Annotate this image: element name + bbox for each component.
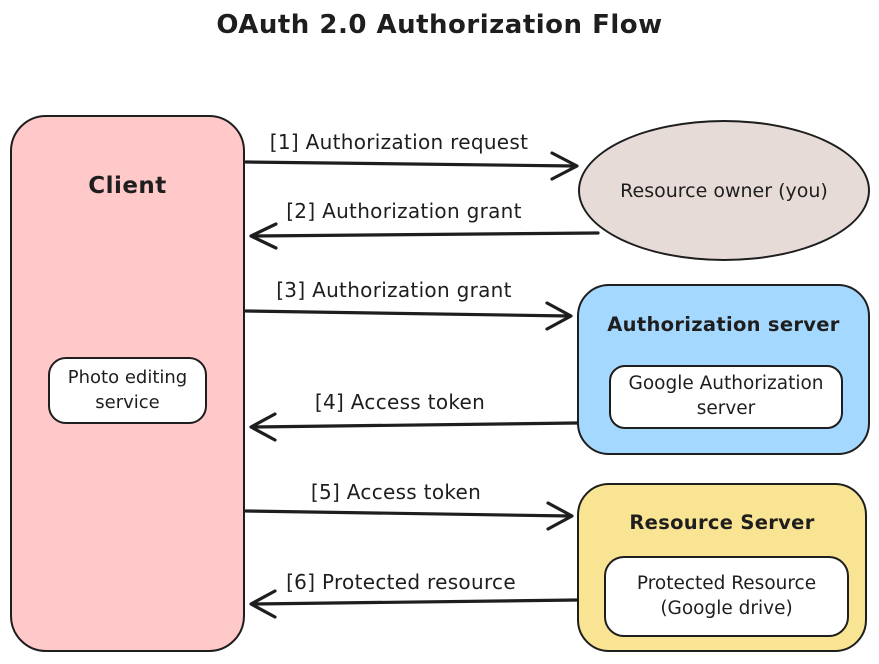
arrow-1-head-right-icon [550,151,579,181]
client-node: Client Photo editing service [10,115,245,652]
client-node-label: Client [88,173,167,199]
arrow-3-line [244,309,571,318]
resource-owner-node: Resource owner (you) [578,120,870,261]
arrow-4-head-left-icon [249,412,277,442]
arrow-5-line [244,509,572,518]
arrow-4-access-token [249,412,579,442]
resource-server-inner-label: Protected Resource (Google drive) [636,572,817,619]
authorization-server-label: Authorization server [607,313,840,336]
arrow-2-line [251,231,600,238]
authorization-server-inner-node: Google Authorization server [609,365,843,429]
arrow-4-label: [4] Access token [314,390,486,414]
arrow-5-label: [5] Access token [310,480,482,504]
arrow-6-protected-resource [249,589,579,619]
resource-server-node: Resource Server Protected Resource (Goog… [577,483,867,652]
arrow-6-label: [6] Protected resource [286,570,516,594]
arrow-1-line [244,160,577,168]
resource-server-label: Resource Server [629,511,815,534]
arrow-3-label: [3] Authorization grant [276,278,512,302]
arrow-6-head-left-icon [249,589,277,619]
authorization-server-inner-label: Google Authorization server [628,373,824,419]
arrow-3-authorization-grant [244,301,573,331]
arrow-6-line [251,598,579,606]
arrow-1-authorization-request [244,151,579,181]
arrow-5-access-token [244,501,574,531]
arrow-2-authorization-grant [249,222,600,250]
arrow-4-line [251,421,579,429]
arrow-1-label: [1] Authorization request [269,130,529,154]
arrow-2-head-left-icon [249,222,278,250]
client-inner-label: Photo editing service [67,367,188,413]
arrow-2-label: [2] Authorization grant [286,199,522,223]
authorization-server-node: Authorization server Google Authorizatio… [577,284,870,455]
resource-owner-label: Resource owner (you) [620,179,828,202]
diagram-title: OAuth 2.0 Authorization Flow [216,10,663,40]
resource-server-inner-node: Protected Resource (Google drive) [604,556,849,637]
arrow-3-head-right-icon [545,301,573,331]
arrow-5-head-right-icon [546,501,574,531]
client-inner-node: Photo editing service [48,357,207,424]
